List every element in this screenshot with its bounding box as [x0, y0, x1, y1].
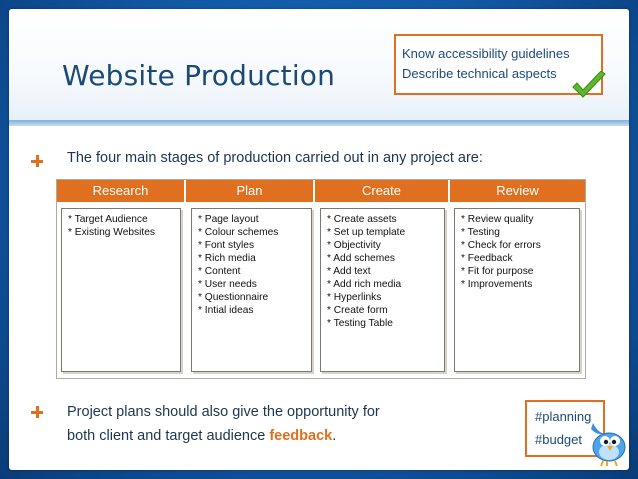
stage-column-research: * Target Audience * Existing Websites	[61, 208, 181, 372]
list-item: * Content	[198, 266, 241, 277]
bullet-stages: The four main stages of production carri…	[67, 150, 483, 166]
list-item: * Existing Websites	[68, 227, 156, 238]
list-item: * Colour schemes	[198, 227, 279, 238]
stage-header-plan: Plan	[186, 180, 313, 202]
stage-header-create: Create	[315, 180, 448, 202]
stages-table: Research Plan Create Review * Target Aud…	[56, 179, 586, 379]
list-item: * Set up template	[327, 227, 406, 238]
list-item: * User needs	[198, 279, 257, 290]
title-divider	[9, 120, 629, 126]
list-item: * Objectivity	[327, 240, 381, 251]
callout-line-1: Know accessibility guidelines	[402, 46, 570, 61]
plus-icon	[31, 406, 43, 418]
stage-column-plan: * Page layout * Colour schemes * Font st…	[191, 208, 312, 372]
bullet-feedback-line-1: Project plans should also give the oppor…	[67, 404, 380, 420]
list-item: * Add text	[327, 266, 371, 277]
checkmark-icon	[572, 71, 606, 98]
list-item: * Testing	[461, 227, 500, 238]
callout-line-2: Describe technical aspects	[402, 66, 557, 81]
list-item: * Hyperlinks	[327, 292, 382, 303]
list-item: * Review quality	[461, 214, 534, 225]
bullet-feedback: Project plans should also give the oppor…	[67, 400, 487, 448]
list-item: * Page layout	[198, 214, 259, 225]
plus-icon	[31, 155, 43, 167]
slide: Website Production Know accessibility gu…	[9, 9, 629, 470]
list-item: * Testing Table	[327, 318, 393, 329]
list-item: * Font styles	[198, 240, 255, 251]
feedback-highlight: feedback	[269, 428, 333, 444]
stage-column-create: * Create assets * Set up template * Obje…	[320, 208, 445, 372]
list-item: * Create assets	[327, 214, 397, 225]
hashtag-budget: #budget	[535, 432, 582, 447]
feedback-suffix: .	[332, 428, 337, 444]
list-item: * Rich media	[198, 253, 256, 264]
stage-header-review: Review	[450, 180, 585, 202]
list-item: * Add rich media	[327, 279, 402, 290]
objectives-callout: Know accessibility guidelines Describe t…	[394, 34, 603, 95]
bullet-feedback-line-2: both client and target audience feedback…	[67, 424, 487, 448]
stage-column-review: * Review quality * Testing * Check for e…	[454, 208, 580, 372]
slide-title: Website Production	[62, 59, 336, 92]
list-item: * Add schemes	[327, 253, 395, 264]
list-item: * Create form	[327, 305, 388, 316]
list-item: * Check for errors	[461, 240, 541, 251]
stage-header-research: Research	[57, 180, 184, 202]
list-item: * Questionnaire	[198, 292, 269, 303]
list-item: * Target Audience	[68, 214, 148, 225]
hashtag-planning: #planning	[535, 409, 592, 424]
list-item: * Improvements	[461, 279, 533, 290]
list-item: * Intial ideas	[198, 305, 254, 316]
bird-icon	[591, 423, 626, 467]
list-item: * Feedback	[461, 253, 513, 264]
list-item: * Fit for purpose	[461, 266, 534, 277]
feedback-prefix: both client and target audience	[67, 428, 270, 444]
